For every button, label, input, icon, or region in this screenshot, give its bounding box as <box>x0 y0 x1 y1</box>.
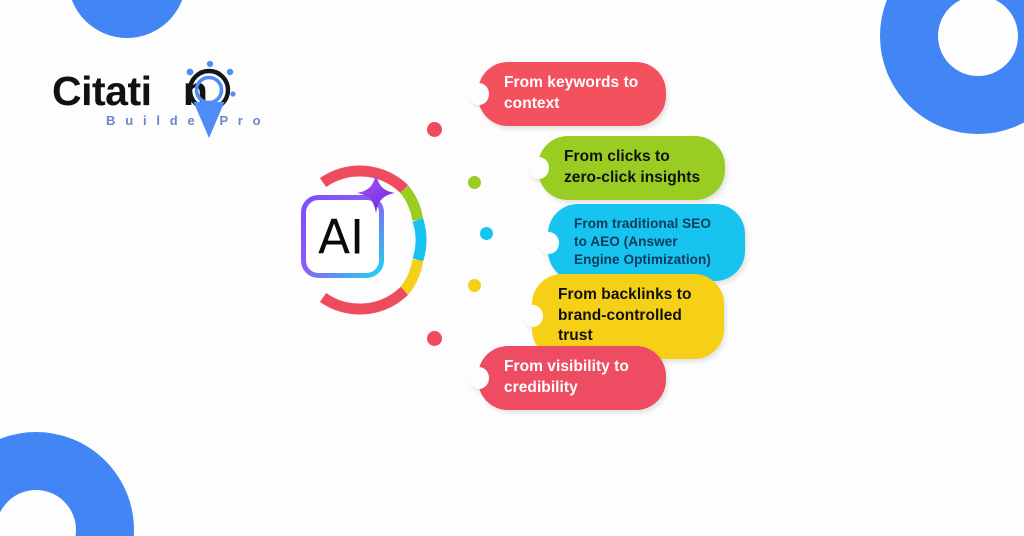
arc-green <box>399 185 424 222</box>
decorative-ring-top-right <box>880 0 1024 134</box>
pill-from-backlinks-to-trust[interactable]: From backlinks to brand-controlled trust <box>532 274 724 359</box>
arc-red-top <box>319 165 409 194</box>
arc-yellow <box>399 258 424 295</box>
ai-label: AI <box>317 210 364 266</box>
pill-from-keywords-to-context[interactable]: From keywords to context <box>478 62 666 127</box>
logo-word-main: Citati <box>52 68 152 114</box>
logo-tagline: B u i l d e r P r o <box>106 113 264 128</box>
arc-red-bottom <box>319 286 409 315</box>
pill-label: From clicks to zero-click insights <box>564 148 701 186</box>
dot-backlinks <box>468 279 481 292</box>
sparkle-icon <box>357 173 395 213</box>
ai-emblem: AI <box>300 132 460 348</box>
pill-label: From traditional SEO to AEO (Answer Engi… <box>574 216 711 268</box>
dot-seo <box>480 227 493 240</box>
location-pin-icon <box>186 60 236 138</box>
pill-from-clicks-to-zero-click[interactable]: From clicks to zero-click insights <box>538 136 725 201</box>
arc-blue <box>412 218 427 262</box>
dot-keywords <box>427 122 442 137</box>
logo-wordmark: CitatiOn <box>52 68 208 115</box>
brand-logo: CitatiOn B u i l d e r P r o <box>52 58 261 144</box>
pill-from-traditional-seo-to-aeo[interactable]: From traditional SEO to AEO (Answer Engi… <box>548 204 745 282</box>
pill-label: From backlinks to brand-controlled trust <box>558 286 692 345</box>
decorative-ring-bottom-left <box>0 432 134 536</box>
multicolor-arc <box>319 165 427 315</box>
background-watermark <box>160 0 280 42</box>
ai-card-frame-icon <box>301 195 384 278</box>
ai-card: AI <box>300 173 396 282</box>
pill-from-visibility-to-credibility[interactable]: From visibility to credibility <box>478 346 666 411</box>
pill-label: From visibility to credibility <box>504 358 629 396</box>
pill-label: From keywords to context <box>504 74 639 112</box>
dot-clicks <box>468 176 481 189</box>
dot-visibility <box>427 331 442 346</box>
